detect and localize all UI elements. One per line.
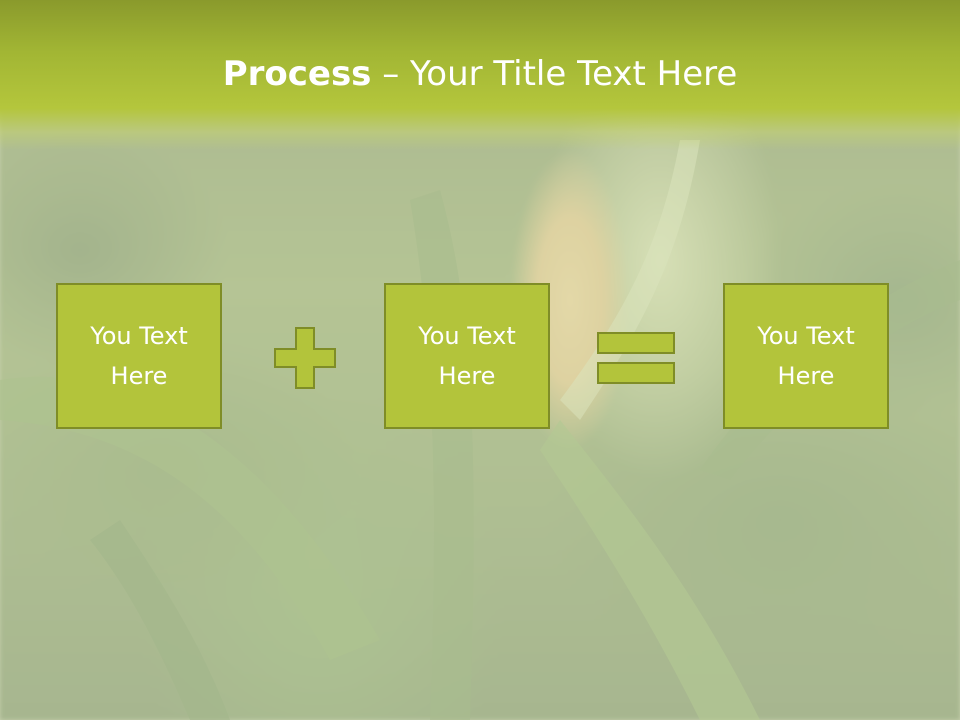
title-bold-text: Process [222,54,372,94]
process-box-2: You Text Here [384,283,550,429]
process-box-1: You Text Here [56,283,222,429]
process-box-3: You Text Here [723,283,889,429]
slide-title: Process – Your Title Text Here [0,52,960,96]
plus-icon [274,327,336,389]
title-rest-text: – Your Title Text Here [371,54,738,94]
title-band [0,0,960,150]
equals-icon [597,332,675,384]
